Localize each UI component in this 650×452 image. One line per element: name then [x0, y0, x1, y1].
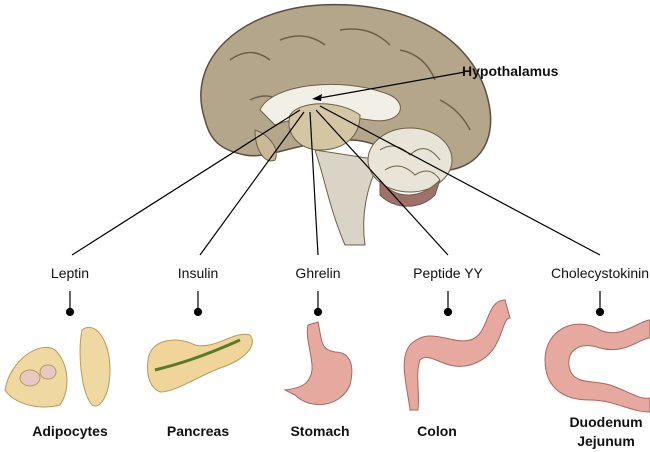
organ-label-stomach: Stomach: [290, 423, 350, 439]
arrowhead-icon: [312, 94, 322, 101]
hormone-pins: [65, 291, 605, 317]
hormone-label-peptide-yy: Peptide YY: [413, 265, 483, 281]
organ-label-adipocytes: Adipocytes: [32, 423, 108, 439]
hypothalamus-label: Hypothalamus: [462, 63, 559, 79]
hormone-label-cholecystokinin: Cholecystokinin: [550, 265, 650, 281]
colon-illustration: [403, 299, 511, 411]
organ-label-colon: Colon: [417, 423, 457, 439]
hormone-label-insulin: Insulin: [177, 265, 219, 281]
organ-label-duodenum: Duodenum: [569, 414, 643, 430]
brain-illustration: [200, 3, 492, 246]
pancreas-illustration: [147, 333, 253, 393]
adipocytes-illustration: [4, 327, 111, 408]
organ-label-jejunum: Jejunum: [577, 433, 635, 449]
duodenum-jejunum-illustration: [544, 319, 650, 413]
hormone-label-ghrelin: Ghrelin: [295, 265, 341, 281]
stomach-illustration: [283, 321, 353, 406]
hormone-label-leptin: Leptin: [50, 265, 90, 281]
organ-label-pancreas: Pancreas: [166, 423, 230, 439]
connector-lines: [71, 71, 601, 256]
